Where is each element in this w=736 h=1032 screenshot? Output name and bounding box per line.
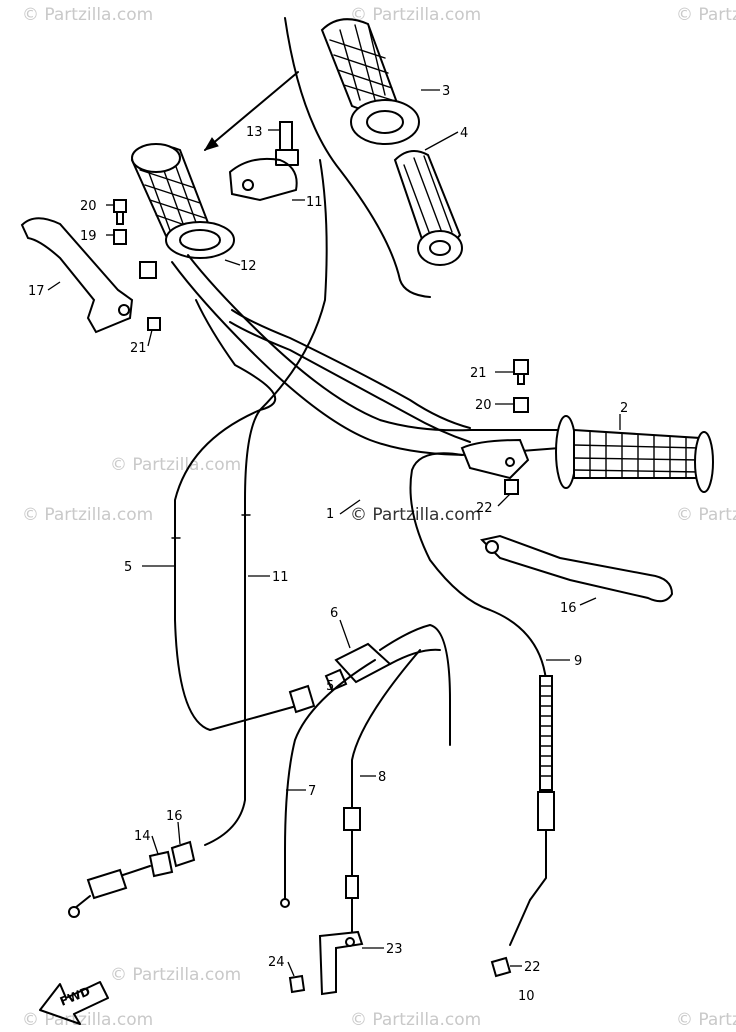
watermark-text: © Partzilla.com bbox=[350, 5, 481, 25]
callout-20: 21 bbox=[470, 366, 487, 381]
clutch-lever-18 bbox=[20, 217, 161, 334]
callout-6: 6 bbox=[330, 606, 338, 621]
callout-21: 21 bbox=[130, 341, 147, 356]
watermark-text: © Partzilla.com bbox=[676, 505, 736, 525]
adjuster-15-16 bbox=[68, 840, 196, 918]
watermark-text: © Partzilla.com bbox=[22, 505, 153, 525]
callout-17: 16 bbox=[560, 601, 577, 616]
callout-8: 8 bbox=[378, 770, 386, 785]
callout-10: 10 bbox=[518, 989, 535, 1004]
lever-holder-right bbox=[460, 438, 530, 495]
callout-7: 7 bbox=[308, 784, 316, 799]
callout-23: 23 bbox=[386, 942, 403, 957]
watermark-text: © Partzilla.com bbox=[22, 5, 153, 25]
junction-box-6 bbox=[288, 624, 451, 746]
callout-3: 3 bbox=[442, 84, 450, 99]
watermarks: © Partzilla.com © Partzilla.com © Partzi… bbox=[22, 5, 736, 1030]
cable-8 bbox=[343, 649, 421, 937]
cable-9 bbox=[409, 452, 555, 978]
grip-inset-3 bbox=[320, 18, 420, 145]
throttle-grip-2 bbox=[555, 415, 714, 493]
detail-inset bbox=[203, 17, 431, 298]
callout-24: 24 bbox=[268, 955, 285, 970]
callout-21: 22 bbox=[476, 501, 493, 516]
watermark-text: © Partzilla.com bbox=[676, 5, 736, 25]
callout-15: 14 bbox=[134, 829, 151, 844]
callout-labels: 3 4 13 11 12 20 19 17 21 21 20 2 22 1 5 … bbox=[28, 84, 628, 1004]
callout-4: 4 bbox=[460, 126, 468, 141]
screw-20-right bbox=[513, 359, 529, 413]
fwd-label: FWD bbox=[58, 984, 92, 1009]
watermark-text: © Partzilla.com bbox=[110, 965, 241, 985]
watermark-text: © Partzilla.com bbox=[350, 505, 481, 525]
callout-1: 1 bbox=[326, 507, 334, 522]
callout-19: 19 bbox=[80, 229, 97, 244]
cable-5 bbox=[171, 299, 301, 731]
callout-18: 17 bbox=[28, 284, 45, 299]
callout-16: 16 bbox=[166, 809, 183, 824]
brake-lever-17 bbox=[480, 534, 674, 603]
callout-11: 11 bbox=[272, 570, 289, 585]
cable-7 bbox=[280, 659, 376, 908]
callout-5: 5 bbox=[124, 560, 132, 575]
bracket-23 bbox=[288, 930, 364, 996]
callout-2: 2 bbox=[620, 401, 628, 416]
callout-13: 12 bbox=[240, 259, 257, 274]
callout-12: 11 bbox=[306, 195, 323, 210]
watermark-text: © Partzilla.com bbox=[350, 1010, 481, 1030]
leader-lines bbox=[47, 89, 621, 977]
callout-5-junction: 5 bbox=[326, 679, 334, 694]
watermark-text: © Partzilla.com bbox=[22, 1010, 153, 1030]
handlebar-1 bbox=[171, 254, 561, 456]
screw-20-left bbox=[113, 199, 127, 245]
grip-inset-4 bbox=[393, 150, 463, 266]
callout-19: 20 bbox=[475, 398, 492, 413]
callout-22: 22 bbox=[524, 960, 541, 975]
cable-11 bbox=[204, 159, 328, 846]
callout-14: 13 bbox=[246, 125, 263, 140]
lever-holder-left bbox=[165, 121, 299, 259]
watermark-text: © Partzilla.com bbox=[676, 1010, 736, 1030]
callout-9: 9 bbox=[574, 654, 582, 669]
callout-20: 20 bbox=[80, 199, 97, 214]
watermark-text: © Partzilla.com bbox=[110, 455, 241, 475]
